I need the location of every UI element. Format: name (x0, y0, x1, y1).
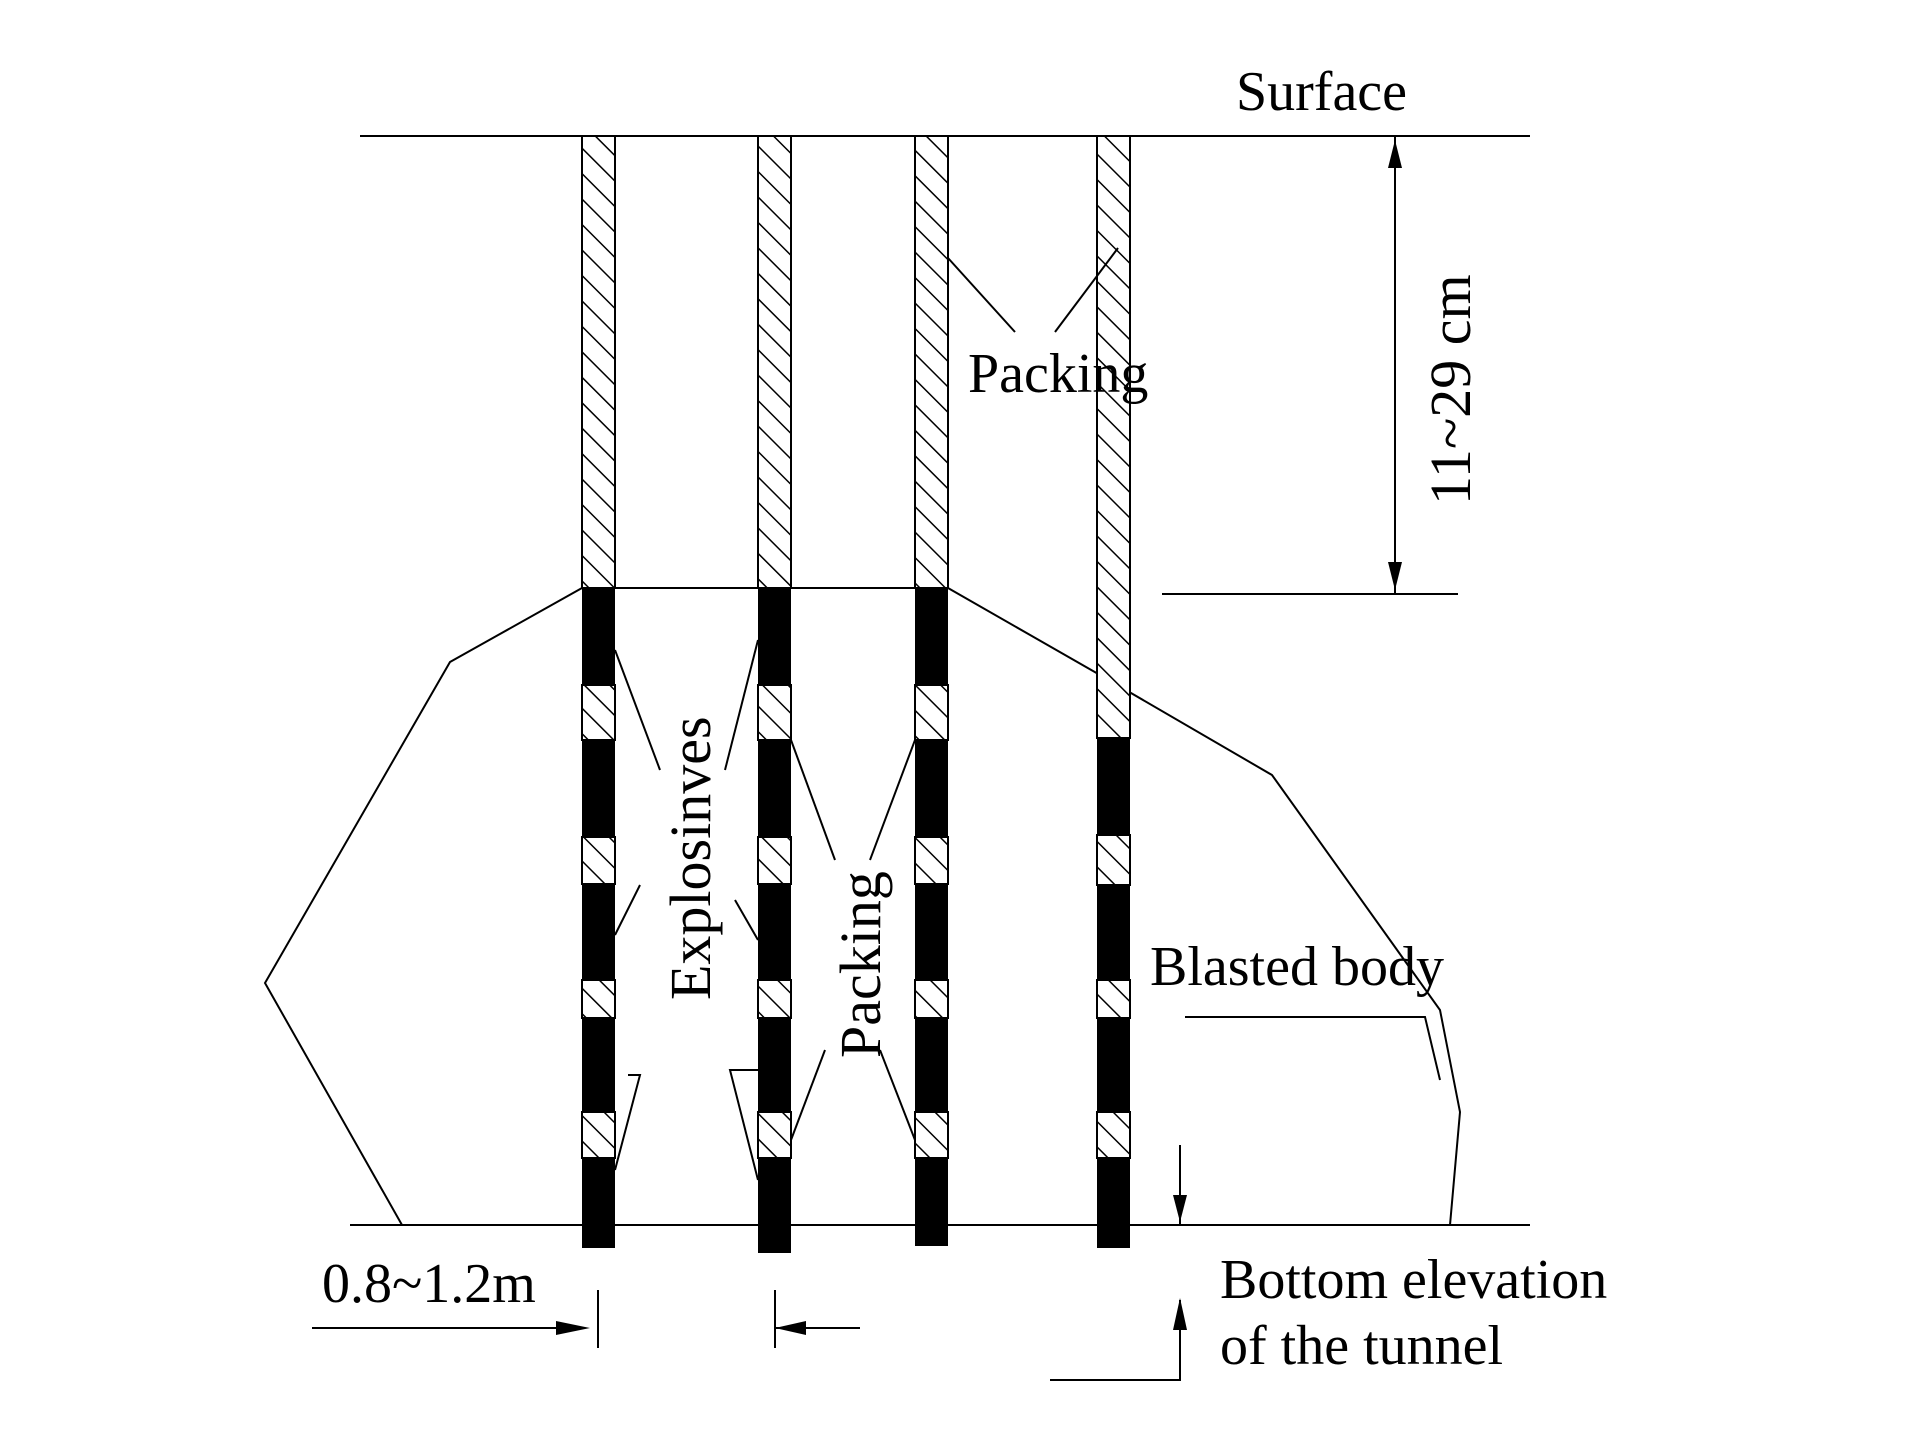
bottom-elevation-arrowhead-upper (1173, 1195, 1187, 1222)
hole-1-packing-top (581, 135, 616, 589)
bottom-elevation-arrowhead-lower (1173, 1298, 1187, 1330)
blasted-body-outline-left (263, 587, 583, 1226)
hole-3-packing (914, 979, 949, 1019)
explosives-leader-1 (614, 649, 661, 771)
hole-2-explosive (758, 588, 791, 685)
hole-2-explosive (758, 1158, 791, 1253)
packing-middle-leader-3 (790, 1049, 826, 1141)
hole-1 (581, 135, 616, 1248)
bottom-elevation-label-line2: of the tunnel (1220, 1315, 1503, 1377)
hole-1-packing (581, 684, 616, 741)
hole-1-explosive (582, 884, 615, 980)
depth-arrowhead-top (1388, 140, 1402, 168)
hole-3 (914, 135, 949, 1246)
bottom-elevation-leader (1050, 1300, 1181, 1381)
bottom-elevation-label-line1: Bottom elevation (1220, 1249, 1607, 1311)
hole-4-packing (1096, 979, 1131, 1019)
depth-arrowhead-bottom (1388, 562, 1402, 590)
packing-top-leader-1 (947, 257, 1016, 333)
explosives-label: Explosinves (658, 716, 723, 1000)
explosives-leader-7 (728, 1069, 759, 1181)
hole-2-explosive (758, 884, 791, 980)
hole-1-explosive (582, 1018, 615, 1112)
surface-label: Surface (1236, 61, 1407, 123)
hole-2-packing (757, 979, 792, 1019)
spacing-dimension-label: 0.8~1.2m (322, 1253, 536, 1315)
hole-1-packing (581, 1111, 616, 1159)
hole-4-explosive (1097, 738, 1130, 835)
hole-3-explosive (915, 1018, 948, 1112)
hole-3-explosive (915, 588, 948, 685)
packing-top-leader-2 (1054, 247, 1119, 333)
hole-1-packing (581, 979, 616, 1019)
hole-2-packing (757, 684, 792, 741)
explosives-leader-3 (614, 884, 641, 936)
hole-1-explosive (582, 740, 615, 837)
hole-4-packing (1096, 834, 1131, 886)
hole-2-packing (757, 1111, 792, 1159)
hole-4-packing (1096, 1111, 1131, 1159)
explosives-leader-6 (734, 899, 759, 941)
hole-3-packing (914, 1111, 949, 1159)
hole-1-explosive (582, 588, 615, 685)
hole-3-packing-top (914, 135, 949, 589)
hole-3-explosive (915, 1158, 948, 1246)
hole-4-explosive (1097, 1018, 1130, 1112)
packing-middle-leader-2 (869, 739, 916, 861)
hole-1-explosive (582, 1158, 615, 1248)
hole-3-packing (914, 684, 949, 741)
hole-2-explosive (758, 1018, 791, 1112)
packing-middle-leader-4 (879, 1049, 916, 1141)
explosives-leader-4 (614, 1074, 642, 1171)
hole-4-packing-top (1096, 135, 1131, 739)
blasted-body-leader (1185, 1016, 1441, 1081)
spacing-arrowhead-left (556, 1321, 590, 1335)
spacing-arrowhead-right (775, 1321, 806, 1335)
hole-4-explosive (1097, 885, 1130, 980)
depth-dimension-label: 11~29 cm (1418, 274, 1483, 505)
hole-2 (757, 135, 792, 1253)
hole-3-packing (914, 836, 949, 885)
packing-middle-label: Packing (828, 871, 893, 1058)
hole-3-explosive (915, 884, 948, 980)
hole-2-packing-top (757, 135, 792, 589)
explosives-leader-5 (724, 639, 759, 771)
packing-top-label: Packing (968, 343, 1148, 405)
blasted-body-label: Blasted body (1150, 936, 1444, 998)
packing-middle-leader-1 (790, 739, 836, 861)
hole-4 (1096, 135, 1131, 1248)
blasted-body-outline-right (947, 587, 1462, 1226)
hole-3-explosive (915, 740, 948, 837)
hole-2-packing (757, 836, 792, 885)
hole-2-explosive (758, 740, 791, 837)
hole-1-packing (581, 836, 616, 885)
hole-4-explosive (1097, 1158, 1130, 1248)
